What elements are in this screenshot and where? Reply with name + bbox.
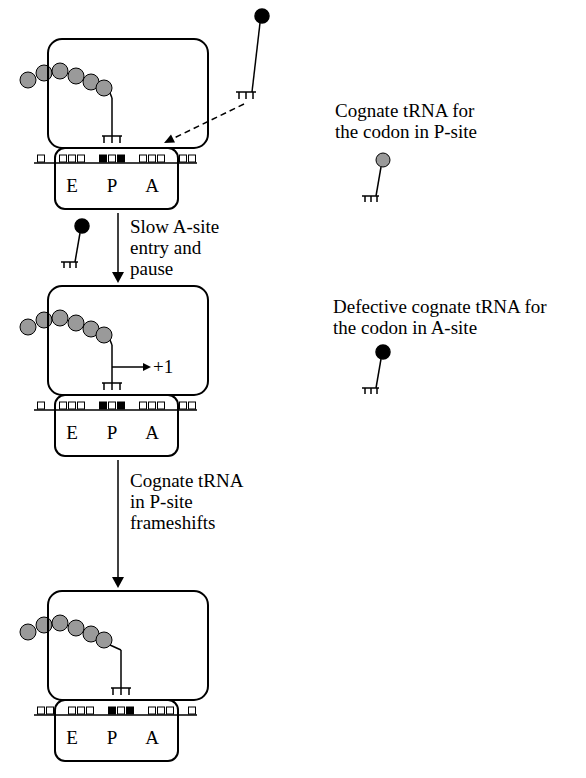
site-letter: P: [97, 422, 127, 444]
arrowhead: [112, 577, 124, 588]
legend-text: Defective cognate tRNA for the codon in …: [333, 296, 548, 338]
entry-arrowhead: [164, 135, 175, 143]
shift-label: +1: [153, 356, 173, 377]
site-letter: E: [57, 727, 87, 749]
nucleotide: [189, 155, 196, 162]
step-label: Slow A-site entry and pause: [130, 216, 240, 279]
nucleotide: [189, 707, 196, 714]
arrow-shaft: [117, 213, 119, 274]
anticodon-tick: [128, 688, 130, 695]
ribosome-outline: [33, 38, 210, 211]
shift-arrowhead: [143, 363, 151, 371]
trna-stem: [111, 98, 113, 136]
legend-text: Cognate tRNA for the codon in P-site: [335, 100, 500, 142]
peptide-link: [110, 645, 121, 650]
nucleotide: [47, 707, 54, 714]
site-letter: E: [57, 422, 87, 444]
legend-icon-defective: [362, 345, 390, 394]
large-subunit: [48, 591, 208, 700]
anticodon-tick: [119, 383, 121, 390]
site-letter: E: [57, 175, 87, 197]
small-subunit: [55, 395, 178, 456]
codon: [100, 155, 125, 162]
legend-icon-cognate: [362, 153, 390, 202]
large-subunit: [48, 39, 208, 148]
site-letter: A: [137, 175, 167, 197]
ribosome-outline: [33, 590, 210, 763]
shift-arrow: [112, 366, 145, 368]
site-letter: P: [97, 175, 127, 197]
peptide-chain: [20, 310, 112, 343]
ribosome: EPA: [33, 285, 210, 458]
step-label: Cognate tRNA in P-site frameshifts: [130, 470, 255, 533]
ribosome-outline: [33, 285, 210, 458]
process-arrow: [112, 460, 124, 588]
codon: [140, 155, 165, 162]
nucleotide: [38, 402, 45, 409]
site-letter: A: [137, 422, 167, 444]
anticodon-tick: [112, 688, 114, 695]
anticodon-tick: [103, 383, 105, 390]
codon: [60, 155, 85, 162]
process-arrow: [112, 213, 124, 283]
small-subunit: [55, 700, 178, 761]
peptide-chain: [20, 63, 112, 96]
peptide-link: [110, 340, 112, 345]
ribosome: EPA: [33, 38, 210, 211]
anticodon-tick: [111, 383, 113, 390]
nucleotide: [38, 707, 45, 714]
site-letter: A: [137, 727, 167, 749]
trna-stem: [111, 345, 113, 383]
codon: [69, 707, 94, 714]
peptide-link: [110, 93, 112, 98]
anticodon-tick: [120, 688, 122, 695]
trna-stem: [120, 650, 122, 688]
large-subunit: [48, 286, 208, 395]
anticodon-tick: [119, 136, 121, 143]
site-letter: P: [97, 727, 127, 749]
ribosome: EPA: [33, 590, 210, 763]
nucleotide: [189, 402, 196, 409]
anticodon-tick: [111, 136, 113, 143]
arrowhead: [112, 272, 124, 283]
codon: [100, 402, 125, 409]
codon: [140, 402, 165, 409]
codon: [60, 402, 85, 409]
codon: [149, 707, 174, 714]
nucleotide: [180, 155, 187, 162]
incoming-trna: [236, 9, 269, 99]
codon: [109, 707, 134, 714]
small-subunit: [55, 148, 178, 209]
arrow-shaft: [117, 460, 119, 579]
nucleotide: [38, 155, 45, 162]
nucleotide: [180, 402, 187, 409]
anticodon-tick: [103, 136, 105, 143]
defective-trna: [61, 219, 89, 268]
peptide-chain: [20, 615, 112, 648]
